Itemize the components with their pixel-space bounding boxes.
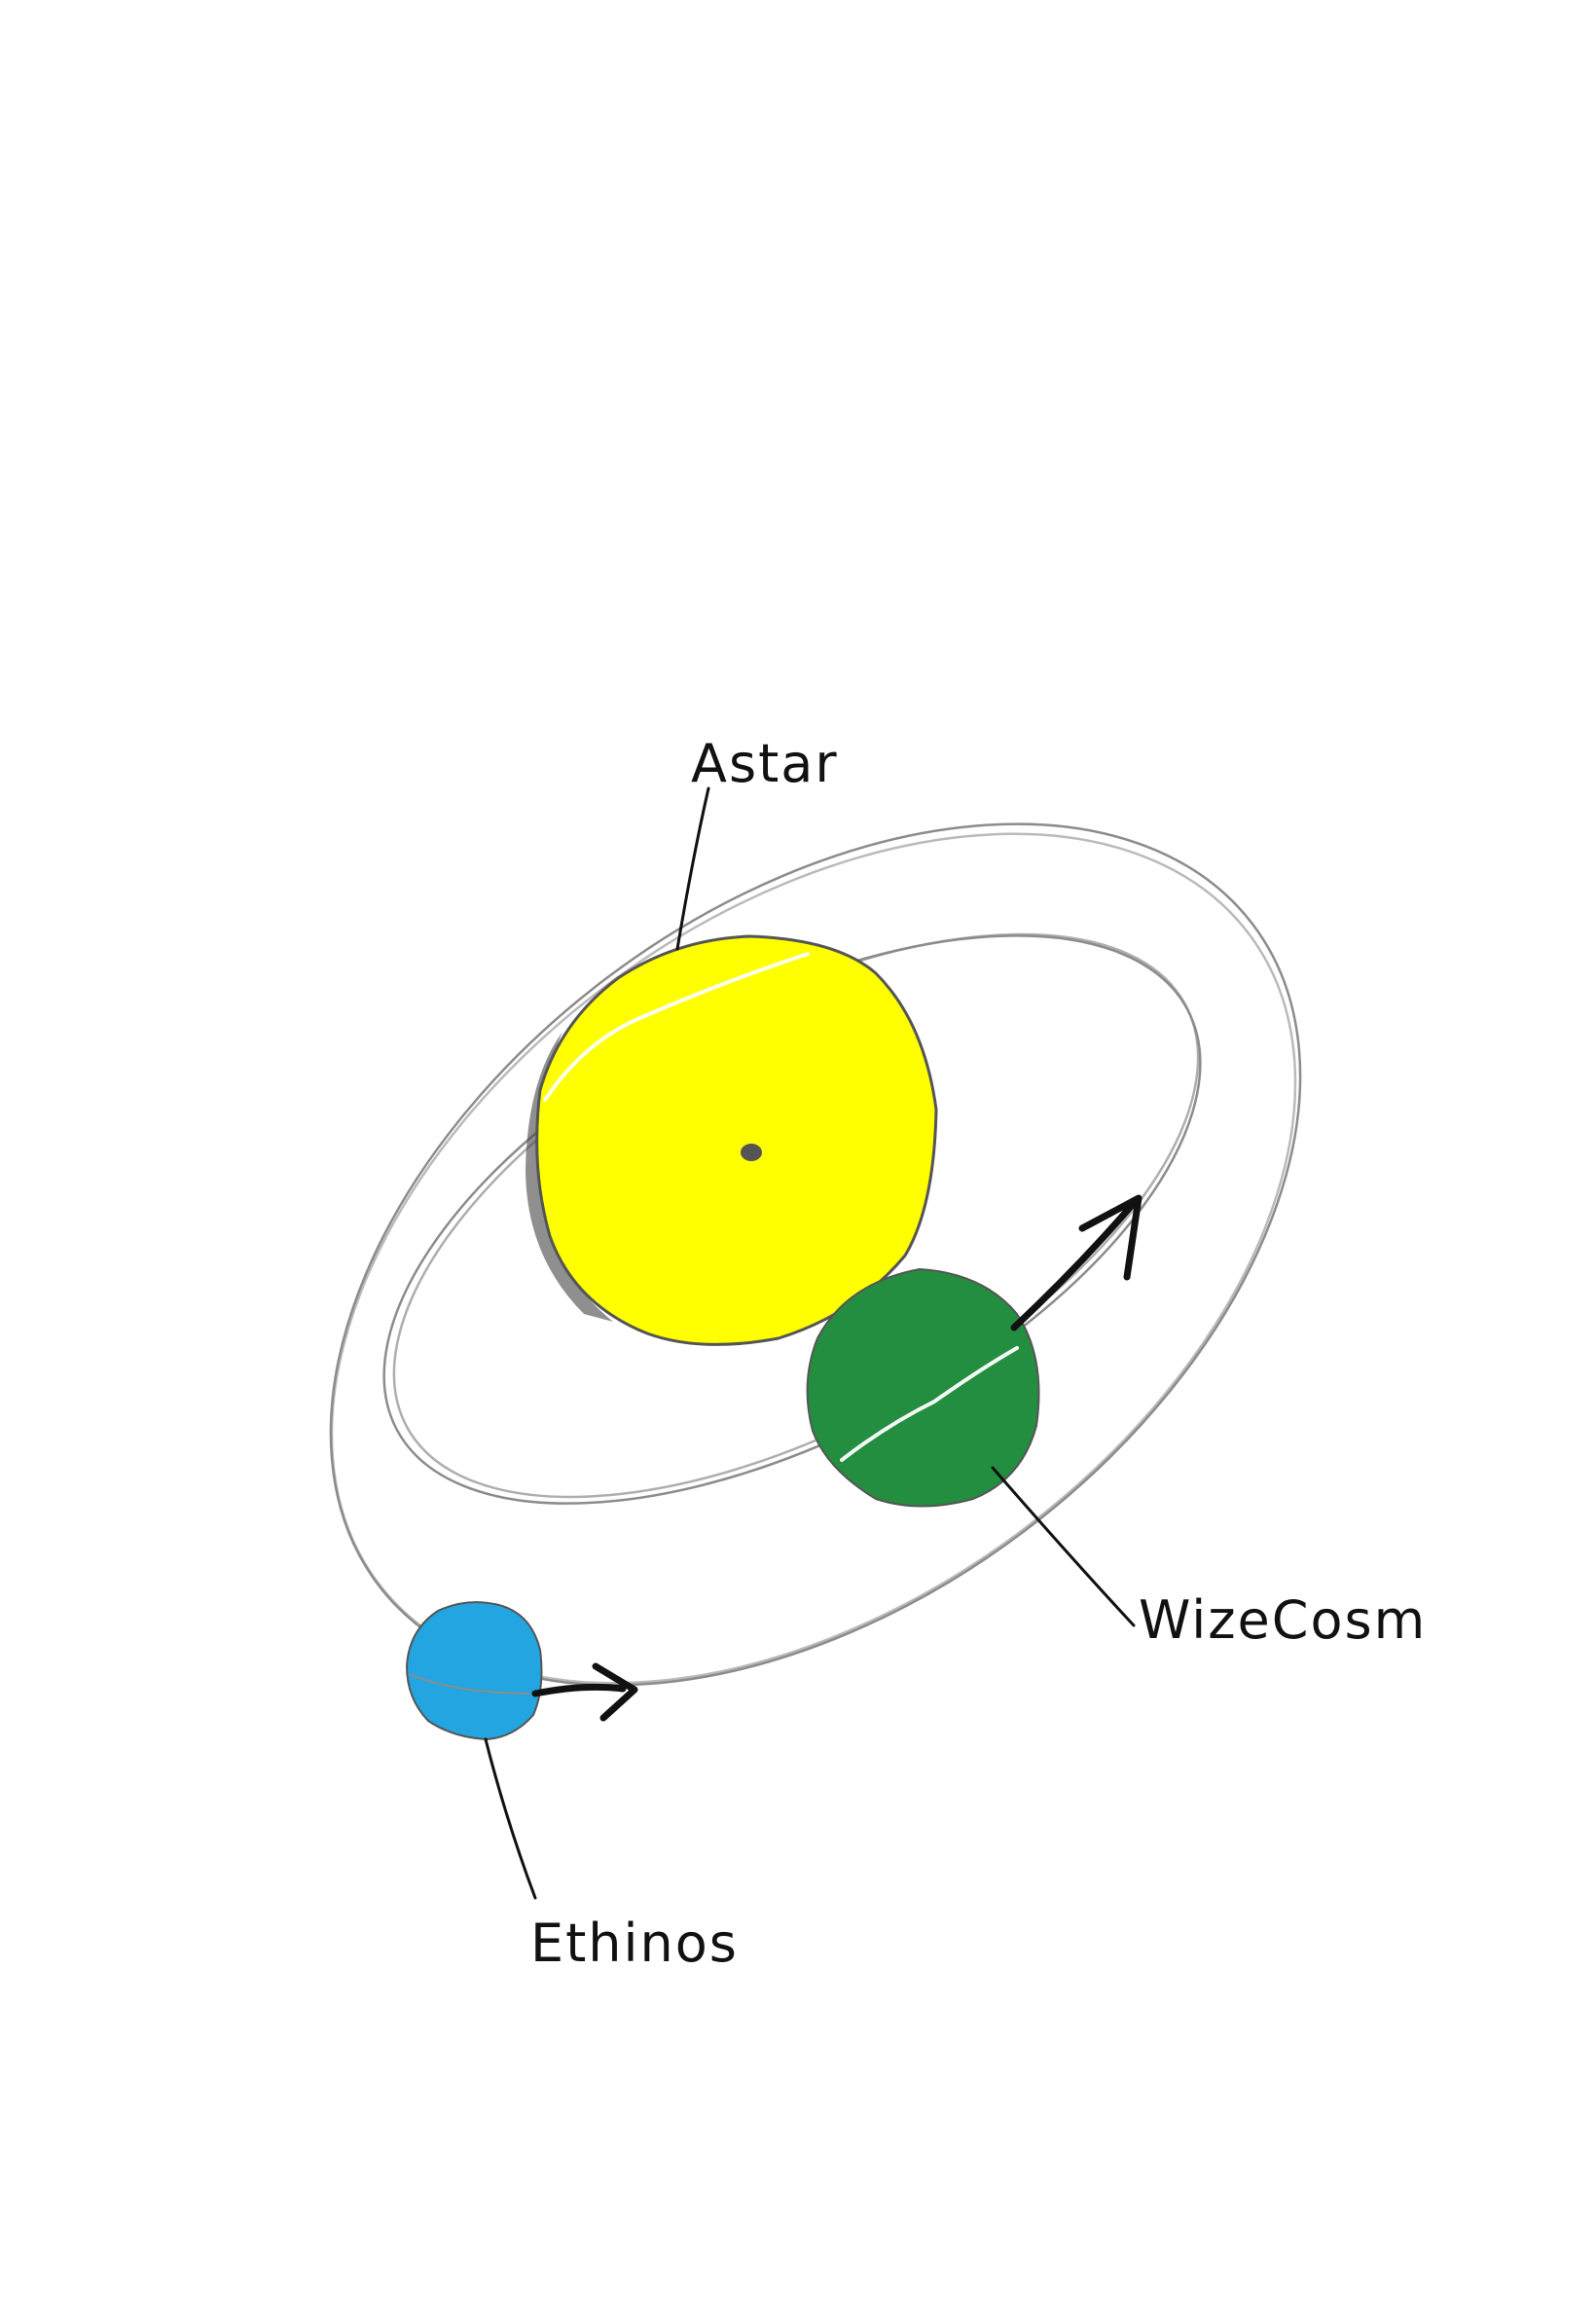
astar-body bbox=[526, 934, 938, 1346]
ethinos-leader-line bbox=[484, 1737, 537, 1900]
wizecosm-circle bbox=[806, 1267, 1040, 1508]
astar-highlight bbox=[543, 952, 810, 1102]
ethinos-motion-arrow bbox=[531, 1662, 638, 1722]
wizecosm-highlight bbox=[840, 1346, 1019, 1462]
ethinos-orbit-trace bbox=[408, 1673, 531, 1695]
ethinos-body bbox=[405, 1601, 543, 1741]
wizecosm-motion-arrow bbox=[1010, 1194, 1143, 1331]
astar-center-dot bbox=[741, 1144, 762, 1161]
ethinos-label: Ethinos bbox=[530, 1913, 739, 1974]
wizecosm-leader-line bbox=[991, 1466, 1136, 1627]
astar-circle bbox=[535, 934, 938, 1346]
ethinos-circle bbox=[405, 1601, 543, 1741]
wizecosm-body bbox=[806, 1267, 1040, 1508]
astar-leader-line bbox=[675, 786, 710, 951]
astar-shadow bbox=[526, 1032, 613, 1322]
astar-label: Astar bbox=[691, 733, 839, 794]
wizecosm-label: WizeCosm bbox=[1139, 1589, 1427, 1651]
